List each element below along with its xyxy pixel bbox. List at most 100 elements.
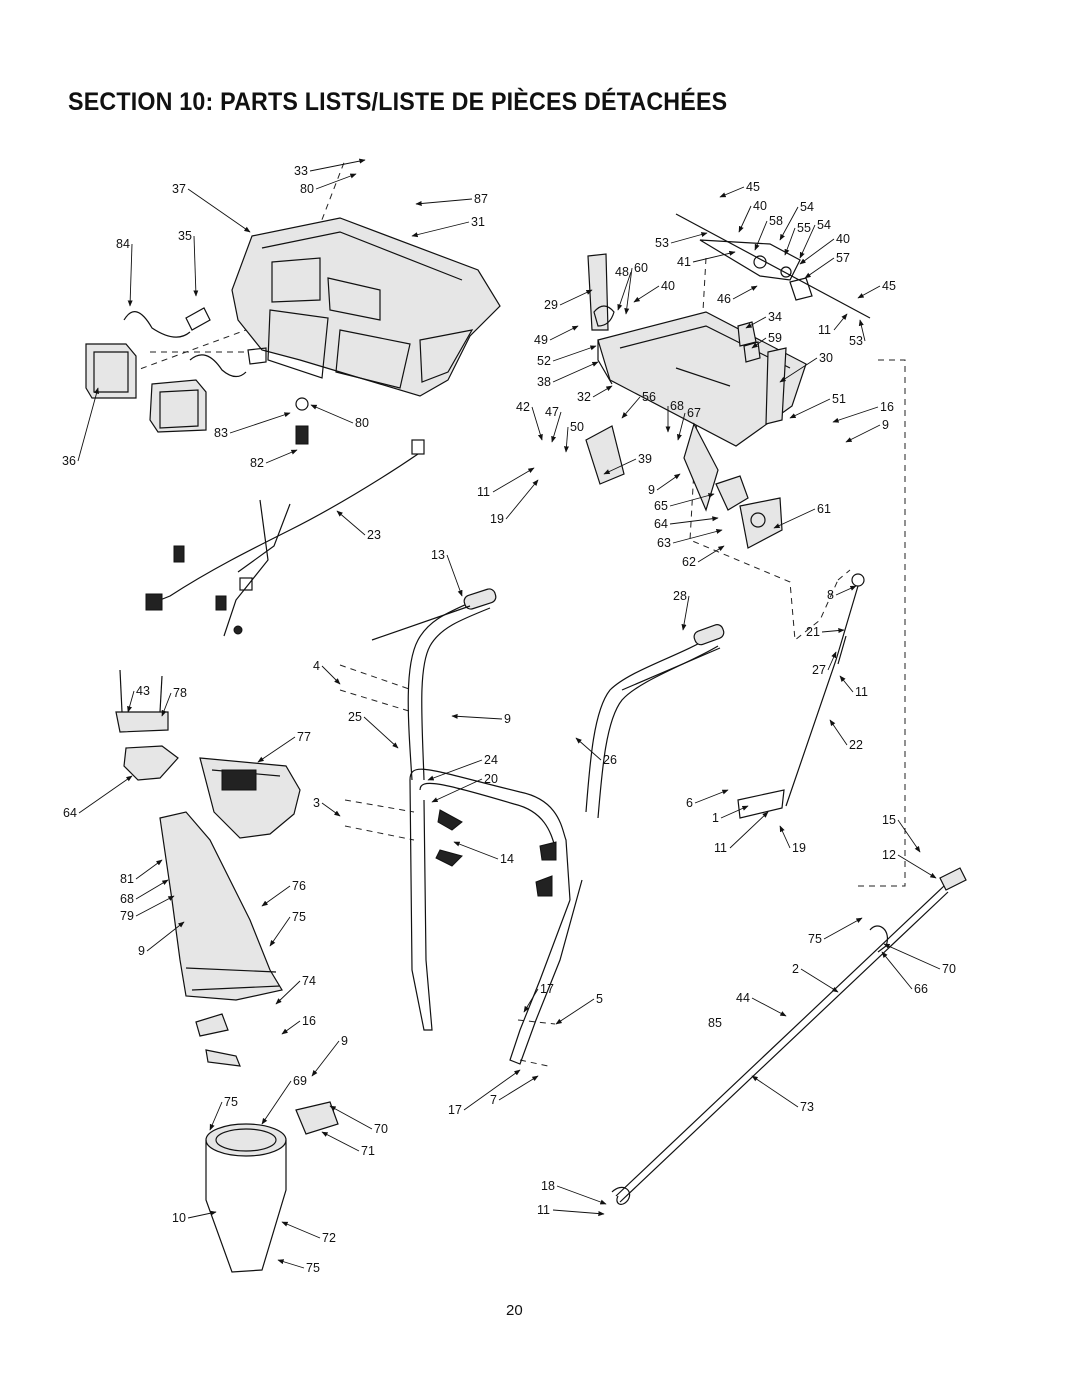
callout-c-28: 28 (673, 589, 690, 631)
leader-arrow (551, 411, 562, 443)
callout-c-55: 55 (784, 221, 811, 256)
leader-arrow (310, 404, 354, 424)
leader-arrow (261, 885, 291, 907)
chute-crank-rod (611, 867, 967, 1205)
leader-arrow (463, 1069, 521, 1111)
part-number-label: 62 (682, 555, 696, 569)
callout-c-80b: 80 (310, 404, 369, 430)
leader-arrow (672, 529, 723, 544)
callout-c-11b: 11 (477, 467, 535, 499)
leader-arrow (559, 289, 593, 306)
part-number-label: 16 (880, 400, 894, 414)
callout-c-87: 87 (415, 192, 488, 207)
leader-arrow (187, 188, 251, 233)
callout-c-5: 5 (555, 992, 603, 1025)
callout-c-68b: 68 (120, 879, 169, 906)
callout-c-66: 66 (881, 951, 928, 996)
callout-c-81: 81 (120, 859, 163, 886)
leader-arrow (670, 232, 708, 244)
callout-c-9d: 9 (138, 921, 185, 958)
callout-c-44: 44 (736, 991, 787, 1017)
part-number-label: 11 (537, 1203, 550, 1217)
callout-c-23: 23 (336, 510, 381, 542)
part-number-label: 37 (172, 182, 186, 196)
leader-arrow (845, 424, 881, 443)
leader-arrow (857, 285, 881, 299)
callout-c-16b: 16 (281, 1014, 316, 1035)
callout-c-59: 59 (751, 331, 782, 349)
leader-arrow (829, 719, 848, 746)
leader-arrow (729, 811, 769, 849)
part-number-label: 9 (341, 1034, 348, 1048)
callout-c-79: 79 (120, 895, 175, 923)
leader-arrow (751, 997, 787, 1017)
leader-arrow (446, 554, 463, 597)
leader-arrow (523, 988, 539, 1013)
leader-arrow (492, 467, 535, 493)
part-number-label: 17 (540, 982, 554, 996)
leader-arrow (281, 1020, 301, 1035)
leader-arrow (265, 449, 298, 464)
callout-c-47: 47 (545, 405, 562, 443)
leader-arrow (277, 1259, 305, 1269)
part-number-label: 75 (292, 910, 306, 924)
part-number-label: 68 (670, 399, 684, 413)
leader-arrow (209, 1101, 223, 1131)
part-number-label: 11 (477, 485, 490, 499)
part-number-label: 39 (638, 452, 652, 466)
callout-c-40c: 40 (633, 279, 675, 303)
part-number-label: 10 (172, 1211, 186, 1225)
leader-arrow (498, 1075, 539, 1101)
part-number-label: 70 (942, 962, 956, 976)
part-number-label: 72 (322, 1231, 336, 1245)
leader-arrow (800, 968, 839, 993)
part-number-label: 9 (648, 483, 655, 497)
part-number-label: 14 (500, 852, 514, 866)
part-number-label: 45 (746, 180, 760, 194)
callout-c-63: 63 (657, 529, 723, 550)
part-number-label: 40 (661, 279, 675, 293)
page-number: 20 (506, 1302, 523, 1319)
part-number-label: 12 (882, 848, 896, 862)
part-number-label: 85 (708, 1016, 722, 1030)
part-number-label: 57 (836, 251, 850, 265)
leader-arrow (329, 1105, 373, 1130)
part-number-label: 24 (484, 753, 498, 767)
part-number-label: 65 (654, 499, 668, 513)
part-number-label: 26 (603, 753, 617, 767)
callout-c-6: 6 (686, 789, 729, 810)
leader-arrow (697, 545, 725, 563)
callout-c-9e: 9 (311, 1034, 348, 1077)
callout-c-69: 69 (261, 1074, 307, 1125)
callout-c-45b: 45 (857, 279, 896, 299)
callout-c-31: 31 (411, 215, 485, 238)
callout-c-18: 18 (541, 1179, 607, 1205)
leader-arrow (897, 819, 921, 853)
callout-c-11a: 11 (818, 313, 848, 337)
leader-arrow (732, 285, 758, 300)
leader-arrow (823, 917, 863, 940)
callout-c-74: 74 (275, 974, 316, 1005)
callout-c-21: 21 (806, 625, 845, 639)
part-number-label: 46 (717, 292, 731, 306)
leader-arrow (738, 205, 752, 233)
callout-c-9a: 9 (845, 418, 889, 443)
leader-arrow (269, 916, 291, 947)
part-number-label: 68 (120, 892, 134, 906)
part-number-label: 81 (120, 872, 134, 886)
callout-c-30: 30 (779, 351, 833, 383)
callout-c-75b: 75 (808, 917, 863, 946)
leader-arrow (827, 651, 837, 671)
callout-c-1: 1 (712, 805, 749, 825)
leader-arrow (692, 250, 736, 263)
part-number-label: 40 (753, 199, 767, 213)
callout-c-17a: 17 (523, 982, 554, 1013)
leader-arrow (681, 595, 690, 631)
callout-c-48: 48 (615, 265, 632, 311)
part-number-label: 51 (832, 392, 846, 406)
part-number-label: 18 (541, 1179, 555, 1193)
part-number-label: 56 (642, 390, 656, 404)
leader-arrow (135, 879, 169, 900)
callout-c-70a: 70 (883, 943, 956, 976)
part-number-label: 83 (214, 426, 228, 440)
